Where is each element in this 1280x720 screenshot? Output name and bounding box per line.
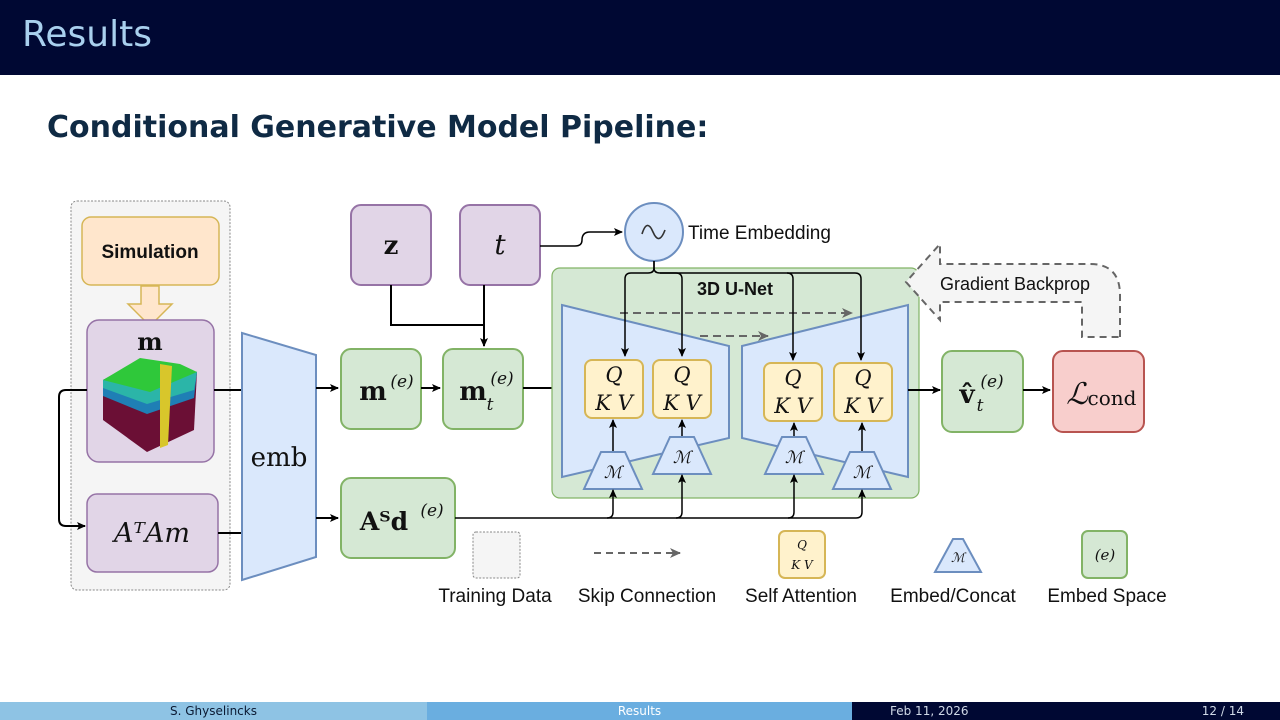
t-to-time-embedding-arrow — [540, 228, 623, 247]
embed-concat-label: ℳ — [673, 448, 694, 468]
unet-decoder — [741, 303, 909, 479]
m-t-e-subscript: t — [487, 395, 494, 415]
m-t-e-label: m — [459, 377, 487, 407]
legend: Q K V ℳ (e) Training Data Skip Connectio… — [438, 530, 1167, 607]
slide-title: Results — [22, 14, 152, 55]
footer-date: Feb 11, 2026 — [890, 704, 969, 718]
attention-q-label: Q — [605, 363, 622, 387]
attention-kv-label: K V — [594, 391, 634, 415]
legend-label-embed-concat: Embed/Concat — [890, 586, 1016, 607]
attention-kv-label: K V — [662, 391, 702, 415]
attention-q-label: Q — [673, 363, 690, 387]
gradient-backprop-label: Gradient Backprop — [940, 274, 1090, 294]
slide-subtitle: Conditional Generative Model Pipeline: — [47, 110, 709, 145]
embed-concat-block — [831, 451, 893, 490]
geological-model-image — [103, 358, 197, 452]
unet-title: 3D U-Net — [697, 279, 773, 299]
loss-box — [1052, 350, 1145, 433]
self-attention-block — [584, 359, 644, 419]
t-label: t — [494, 228, 506, 261]
loss-label: ℒ — [1066, 377, 1089, 412]
m-label: m — [137, 327, 162, 356]
gradient-backprop-arrow — [904, 241, 1121, 338]
legend-kv: K V — [790, 558, 814, 572]
legend-training-data-swatch — [472, 531, 521, 579]
attention-q-label: Q — [854, 366, 871, 390]
footer-page-number: 12 / 14 — [1201, 704, 1244, 718]
footer-meta: Feb 11, 2026 12 / 14 — [852, 702, 1280, 720]
simulation-box — [81, 216, 220, 286]
condition-lines — [455, 474, 866, 519]
legend-label-skip-connection: Skip Connection — [578, 586, 716, 607]
sine-wave-icon — [641, 224, 666, 240]
v-hat-subscript: t — [977, 396, 984, 416]
embed-concat-label: ℳ — [604, 463, 625, 483]
legend-label-training-data: Training Data — [438, 586, 552, 607]
emb-label: emb — [251, 443, 308, 473]
embed-concat-block — [651, 436, 713, 475]
m-t-e-superscript: (e) — [490, 369, 513, 389]
embed-concat-block — [582, 451, 644, 490]
unet-encoder — [561, 303, 730, 479]
legend-e: (e) — [1095, 546, 1116, 564]
self-attention-block — [652, 359, 712, 419]
atd-e-label: Aᵀd — [359, 507, 408, 536]
attention-kv-label: K V — [773, 394, 813, 418]
loss-subscript: cond — [1088, 386, 1137, 410]
legend-embed-space-swatch — [1081, 530, 1128, 579]
embed-concat-block — [763, 436, 825, 475]
legend-self-attention-swatch — [778, 530, 826, 579]
m-to-ata-arrow — [58, 389, 87, 530]
atd-e-superscript: (e) — [420, 501, 443, 521]
v-hat-label: v̂ — [958, 380, 975, 410]
attention-kv-label: K V — [843, 394, 883, 418]
emb-block — [241, 331, 317, 582]
m-e-superscript: (e) — [390, 372, 413, 392]
self-attention-block — [763, 362, 823, 422]
z-label: z — [384, 231, 399, 261]
footer-author: S. Ghyselincks — [0, 702, 427, 720]
legend-label-embed-space: Embed Space — [1047, 586, 1166, 607]
simulation-label: Simulation — [101, 242, 198, 263]
t-box — [459, 204, 541, 286]
simulation-arrow — [126, 285, 174, 328]
ata-m-label: AᵀAm — [111, 518, 190, 549]
v-hat-box — [941, 350, 1024, 433]
slide-header: Results — [0, 0, 1280, 75]
legend-q: Q — [797, 538, 807, 552]
time-embedding-node — [624, 202, 684, 262]
legend-m: ℳ — [951, 551, 967, 566]
m-e-label: m — [359, 377, 387, 407]
self-attention-block — [833, 362, 893, 422]
legend-label-self-attention: Self Attention — [745, 586, 857, 607]
footer-section: Results — [427, 702, 852, 720]
embed-concat-label: ℳ — [785, 448, 806, 468]
attention-q-label: Q — [784, 366, 801, 390]
slide-footer: S. Ghyselincks Results Feb 11, 2026 12 /… — [0, 702, 1280, 720]
time-embedding-fanout — [621, 261, 865, 361]
embed-concat-label: ℳ — [853, 463, 874, 483]
legend-embed-concat-swatch — [933, 538, 983, 573]
time-embedding-label: Time Embedding — [688, 223, 831, 244]
v-hat-superscript: (e) — [980, 372, 1003, 392]
